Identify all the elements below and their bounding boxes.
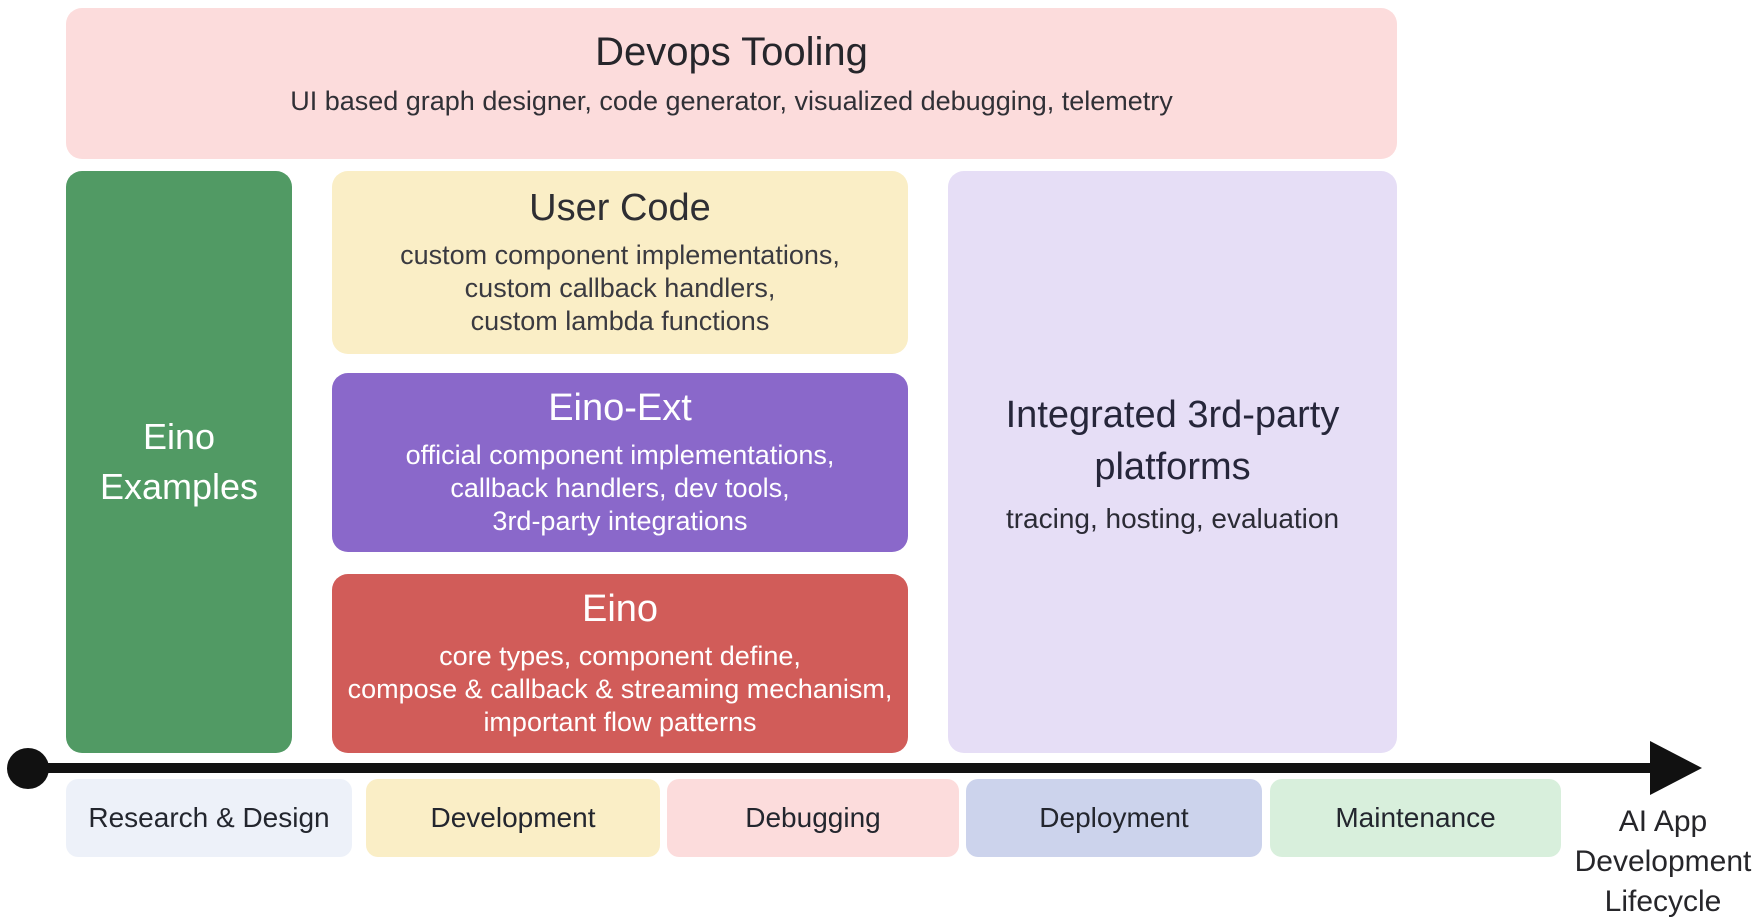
- stage-label: Research & Design: [88, 802, 330, 833]
- eino-ext-line: official component implementations,: [405, 439, 835, 470]
- devops-tooling-title: Devops Tooling: [595, 30, 868, 74]
- eino-core-box: Eino core types, component define, compo…: [332, 574, 908, 753]
- third-party-title-line2: platforms: [1094, 446, 1251, 488]
- timeline-arrowhead-icon: [1650, 741, 1702, 795]
- third-party-title-line1: Integrated 3rd-party: [1005, 394, 1340, 436]
- timeline-axis-line: [28, 763, 1652, 773]
- eino-examples-line1: Eino: [142, 416, 216, 457]
- user-code-line: custom callback handlers,: [464, 273, 776, 304]
- eino-ext-box: Eino-Ext official component implementati…: [332, 373, 908, 552]
- stage-maintenance: Maintenance: [1270, 779, 1561, 857]
- stage-label: Development: [430, 802, 596, 833]
- user-code-line: custom component implementations,: [400, 240, 840, 271]
- stage-deployment: Deployment: [966, 779, 1262, 857]
- third-party-platforms-box: Integrated 3rd-party platforms tracing, …: [948, 171, 1397, 753]
- eino-examples-line2: Examples: [99, 466, 259, 507]
- eino-ext-line: 3rd-party integrations: [492, 505, 748, 536]
- user-code-box: User Code custom component implementatio…: [332, 171, 908, 354]
- third-party-subtitle: tracing, hosting, evaluation: [1005, 503, 1340, 534]
- stage-development: Development: [366, 779, 660, 857]
- user-code-title: User Code: [529, 186, 711, 229]
- eino-ext-line: callback handlers, dev tools,: [450, 472, 790, 503]
- eino-core-line: important flow patterns: [483, 706, 757, 737]
- eino-core-line: core types, component define,: [439, 640, 801, 671]
- eino-ext-title: Eino-Ext: [548, 387, 692, 430]
- stage-label: Maintenance: [1335, 802, 1496, 833]
- stage-label: Deployment: [1039, 802, 1189, 833]
- axis-caption-line1: AI App: [1618, 805, 1708, 838]
- eino-core-title: Eino: [581, 588, 659, 631]
- devops-tooling-box: Devops Tooling UI based graph designer, …: [66, 8, 1397, 159]
- axis-caption-line2: Development: [1574, 845, 1752, 878]
- eino-core-line: compose & callback & streaming mechanism…: [347, 673, 893, 704]
- stage-label: Debugging: [745, 802, 881, 833]
- user-code-line: custom lambda functions: [470, 306, 770, 337]
- eino-examples-box: Eino Examples: [66, 171, 292, 753]
- stage-research-design: Research & Design: [66, 779, 352, 857]
- stage-debugging: Debugging: [667, 779, 959, 857]
- devops-tooling-subtitle: UI based graph designer, code generator,…: [290, 86, 1173, 116]
- axis-caption-line3: Lifecycle: [1604, 885, 1722, 918]
- axis-caption: AI App Development Lifecycle: [1563, 802, 1760, 920]
